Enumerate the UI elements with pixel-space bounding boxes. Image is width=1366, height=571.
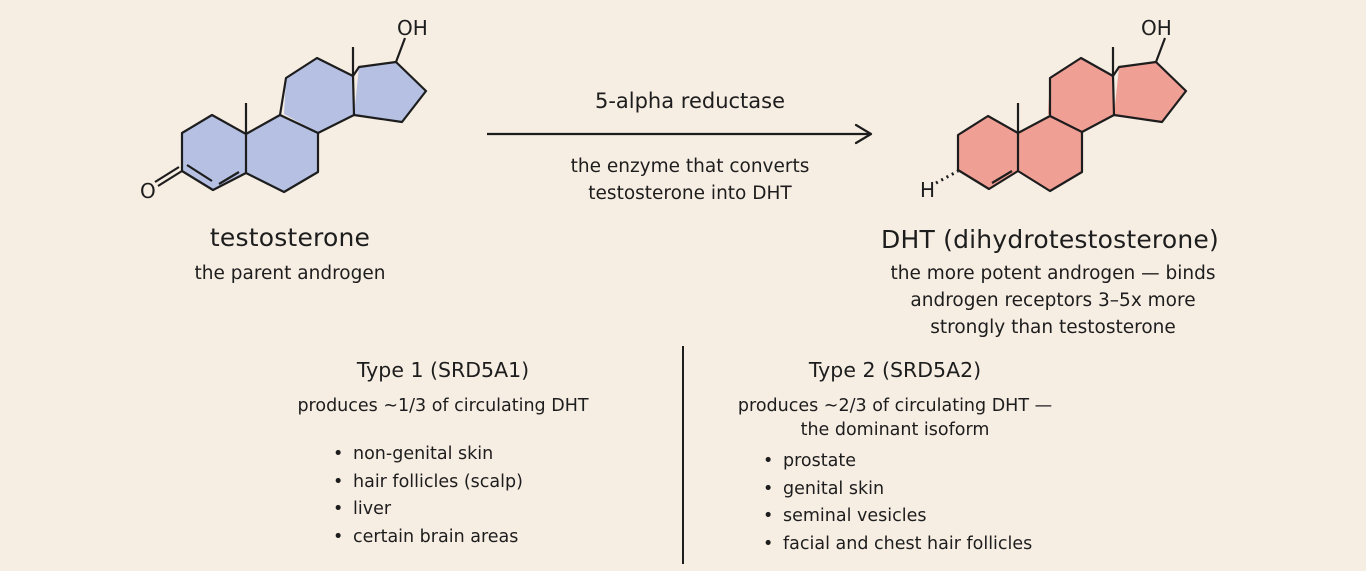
list-item-label: prostate: [783, 451, 856, 471]
dht-oh-label: OH: [1141, 16, 1172, 40]
dht-structure: OH H: [920, 16, 1188, 202]
enzyme-name: 5-alpha reductase: [594, 89, 786, 113]
dht-desc-line: the more potent androgen — binds: [890, 263, 1216, 284]
type1-description: produces ~1/3 of circulating DHT: [297, 396, 589, 416]
testosterone-o-label: O: [140, 179, 156, 203]
bullet: •: [333, 471, 344, 492]
bullet: •: [333, 526, 344, 547]
reaction-arrow: [487, 123, 873, 145]
testosterone-structure: OH O: [140, 16, 428, 203]
isoform-divider: [682, 346, 684, 564]
testosterone-highlight: [182, 58, 426, 192]
list-item-label: non-genital skin: [353, 444, 494, 464]
dht-h-label: H: [920, 178, 935, 202]
dht-highlight: [958, 58, 1186, 191]
bullet: •: [333, 499, 344, 519]
list-item-label: facial and chest hair follicles: [783, 533, 1033, 554]
list-item: • facial and chest hair follicles: [763, 531, 1032, 559]
list-item: • prostate: [763, 448, 1032, 476]
type2-location-list: • prostate • genital skin • seminal vesicle…: [763, 448, 1032, 558]
list-item: • certain brain areas: [333, 524, 523, 552]
testosterone-bonds: [154, 37, 428, 194]
list-item: • genital skin: [763, 476, 1032, 504]
bullet: •: [763, 506, 774, 526]
dht-name: DHT (dihydrotestosterone): [881, 225, 1219, 254]
list-item-label: genital skin: [783, 478, 885, 499]
type1-title: Type 1 (SRD5A1): [356, 358, 530, 382]
bullet: •: [333, 444, 344, 464]
type2-desc-line: the dominant isoform: [800, 420, 990, 440]
list-item-label: liver: [353, 499, 392, 519]
list-item: • hair follicles (scalp): [333, 469, 523, 497]
bullet: •: [763, 478, 774, 499]
list-item: • non-genital skin: [333, 441, 523, 469]
enzyme-description: the enzyme that converts testosterone in…: [530, 153, 850, 207]
testosterone-name: testosterone: [209, 223, 371, 252]
enzyme-desc-line: testosterone into DHT: [588, 183, 792, 204]
dht-hash-bond: [935, 169, 959, 185]
list-item: • liver: [333, 496, 523, 524]
testosterone-description: the parent androgen: [194, 263, 386, 284]
list-item-label: hair follicles (scalp): [353, 471, 523, 492]
dht-bonds: [956, 37, 1188, 193]
type1-location-list: • non-genital skin • hair follicles (scalp…: [333, 441, 523, 551]
dht-desc-line: strongly than testosterone: [930, 317, 1176, 338]
list-item: • seminal vesicles: [763, 503, 1032, 531]
type2-description: produces ~2/3 of circulating DHT — the d…: [720, 394, 1070, 442]
type2-desc-line: produces ~2/3 of circulating DHT —: [737, 396, 1053, 416]
dht-description: the more potent androgen — binds androge…: [863, 260, 1243, 341]
testosterone-oh-label: OH: [397, 16, 428, 40]
type2-title: Type 2 (SRD5A2): [808, 358, 982, 382]
bullet: •: [763, 451, 774, 471]
list-item-label: seminal vesicles: [783, 506, 927, 526]
dht-desc-line: androgen receptors 3–5x more: [910, 290, 1196, 311]
enzyme-desc-line: the enzyme that converts: [570, 156, 810, 177]
list-item-label: certain brain areas: [353, 526, 519, 547]
bullet: •: [763, 533, 774, 554]
